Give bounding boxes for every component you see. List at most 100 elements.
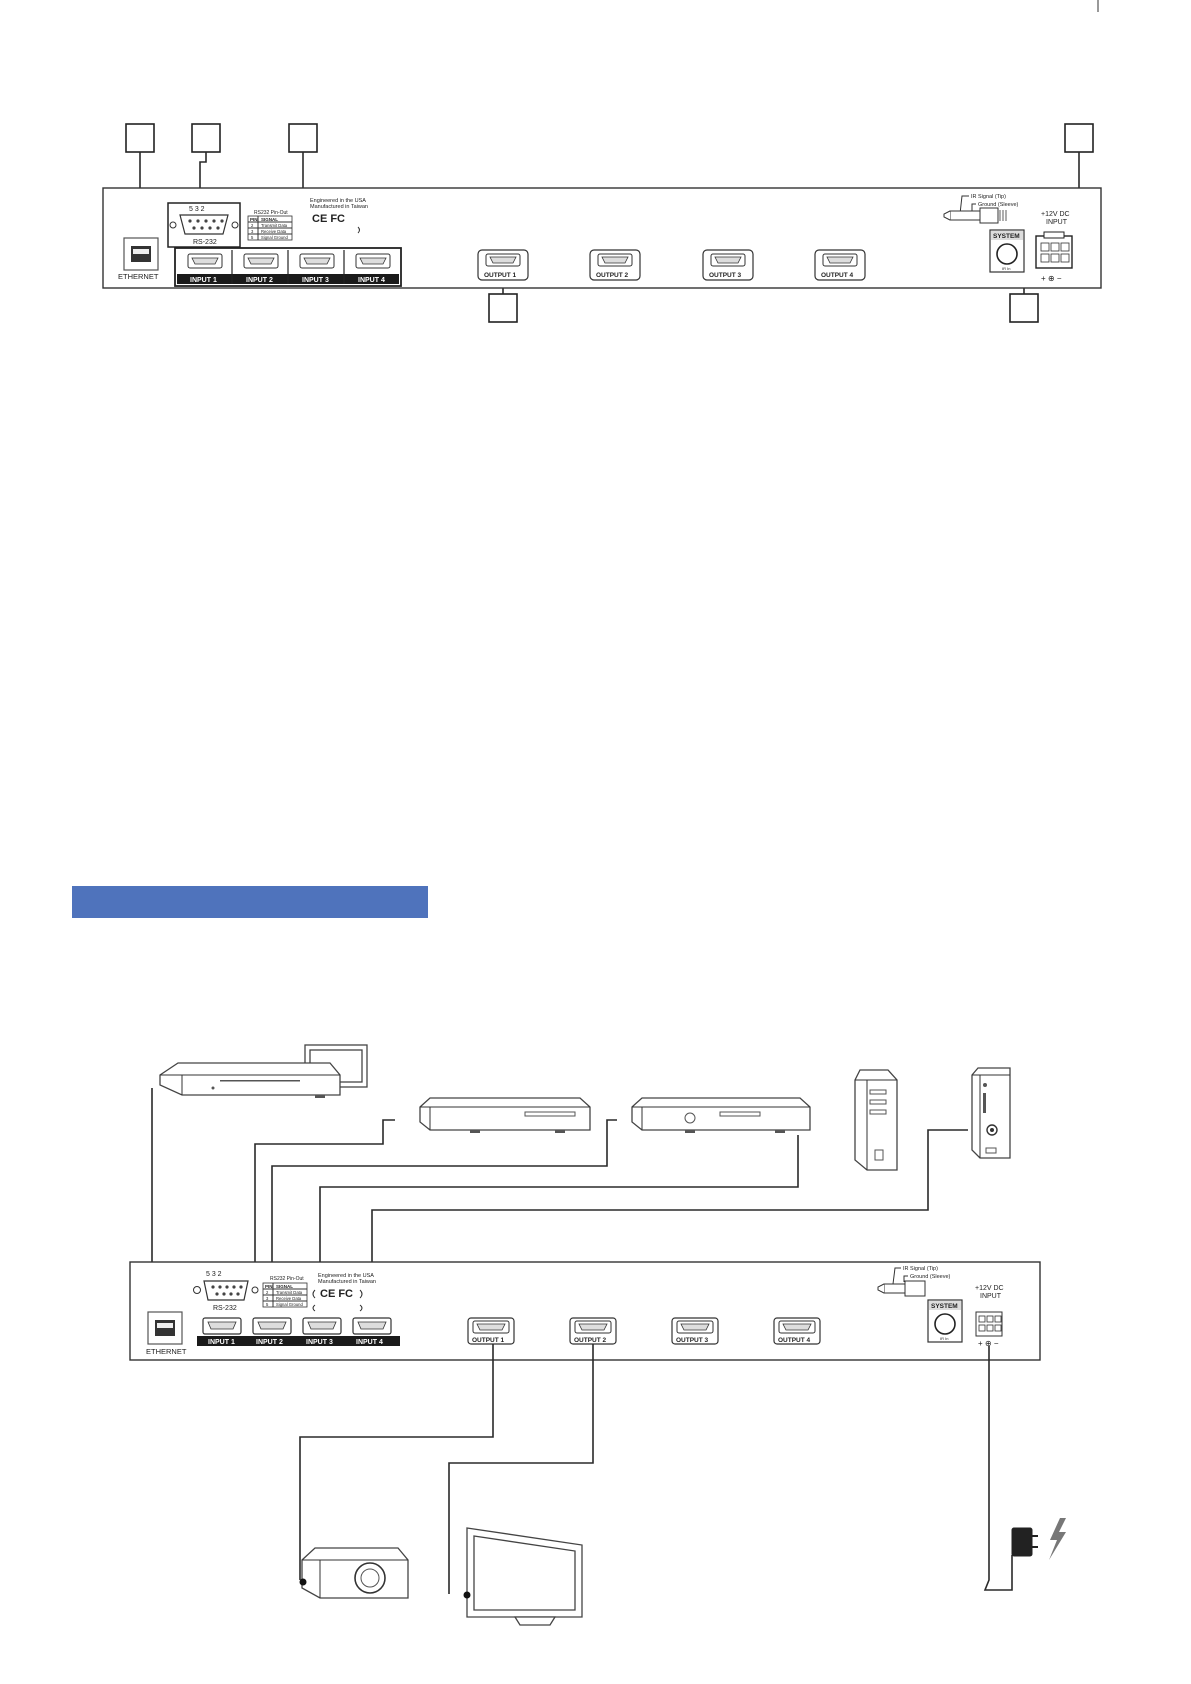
- rs232-label-bottom: RS-232: [213, 1305, 237, 1312]
- dc-input-top: +12V DC INPUT + ⊕ −: [1035, 211, 1073, 283]
- dvr-box: [159, 1062, 341, 1096]
- hdmi-port-input-4-bottom: [352, 1317, 392, 1335]
- system-sub-label-bottom: IR In: [940, 1336, 948, 1341]
- pinout-signal-1-bottom: Transmit Data: [276, 1290, 303, 1295]
- cable-input-3: [319, 1135, 799, 1316]
- dc-label-1-bottom: +12V DC: [975, 1285, 1004, 1292]
- cert-logos-bottom: CE FC: [320, 1288, 353, 1300]
- polarity-label-bottom: + ⊕ −: [978, 1339, 999, 1348]
- ground-text: Ground (Sleeve): [978, 202, 1019, 208]
- ethernet-label-bottom: ETHERNET: [146, 1347, 187, 1356]
- output-2-label: OUTPUT 2: [596, 272, 629, 279]
- ethernet-label: ETHERNET: [118, 272, 159, 281]
- cable-power: [983, 1346, 1013, 1591]
- cable-receiver-device: [631, 1097, 811, 1133]
- rs232-pinout-table-bottom: RS232 Pin-Out PIN SIGNAL 2 Transmit Data…: [262, 1276, 308, 1308]
- pinout-signal-1: Transmit Data: [261, 223, 288, 228]
- pinout-pin-3-bottom: 5: [266, 1302, 269, 1307]
- rs232-label: RS-232: [193, 239, 217, 246]
- rs232-cable: [151, 1088, 200, 1289]
- dc-label-1: +12V DC: [1041, 211, 1070, 218]
- dvr-vent-dots: [220, 1080, 300, 1082]
- rs232-port-top: 5 3 2 RS-232: [167, 202, 241, 248]
- lightning-bolt-icon: [1049, 1518, 1066, 1560]
- engineered-text: Engineered in the USA: [310, 198, 366, 204]
- callout-box-dc-input: [1064, 123, 1094, 153]
- ir-signal-text: IR Signal (Tip): [971, 194, 1006, 200]
- media-device: [971, 1067, 1011, 1159]
- input-2-label-bottom: INPUT 2: [256, 1339, 283, 1346]
- hdmi-port-input-4-top: [355, 253, 391, 269]
- pc-tower-device: [854, 1069, 898, 1171]
- mount-mark-top: [357, 226, 360, 234]
- pinout-title-bottom: RS232 Pin-Out: [270, 1276, 304, 1282]
- input-1-label: INPUT 1: [190, 277, 217, 284]
- hdmi-port-output-3-top: OUTPUT 3: [702, 249, 754, 281]
- system-label: SYSTEM: [993, 233, 1020, 240]
- dc-label-2: INPUT: [1046, 219, 1068, 226]
- pinout-signal-3-bottom: Signal Ground: [276, 1302, 303, 1307]
- pinout-pin-1: 2: [251, 223, 254, 228]
- hdmi-outputs-bottom: OUTPUT 1 OUTPUT 2 OUTPUT 3 OUTPUT 4: [467, 1317, 821, 1345]
- hdmi-port-output-4-top: OUTPUT 4: [814, 249, 866, 281]
- pinout-pin-1-bottom: 2: [266, 1290, 269, 1295]
- callout-box-outputs: [488, 293, 518, 323]
- output-3-label-bottom: OUTPUT 3: [676, 1337, 709, 1344]
- dc-input-bottom: +12V DC INPUT + ⊕ −: [975, 1285, 1004, 1348]
- hdmi-inputs-top: INPUT 1 INPUT 2 INPUT 3 INPUT 4: [174, 247, 402, 287]
- mount-marks-bottom: [312, 1289, 363, 1312]
- system-ir-port-top: SYSTEM IR In: [989, 229, 1025, 273]
- ground-text-bottom: Ground (Sleeve): [910, 1274, 951, 1280]
- callout-box-rs232: [191, 123, 221, 153]
- section-header-bar: [72, 886, 428, 918]
- connection-diagram: ETHERNET 5 3 2 RS-232 RS232 Pin-Out PIN …: [129, 1044, 1066, 1626]
- system-sub-label: IR In: [1002, 266, 1010, 271]
- system-ir-port-bottom: SYSTEM IR In: [927, 1299, 963, 1343]
- pinout-pin-2: 3: [251, 229, 254, 234]
- rs232-pin-numbers: 5 3 2: [189, 206, 205, 213]
- hdmi-outputs-top: OUTPUT 1 OUTPUT 2 OUTPUT 3 OUTPUT 4: [477, 249, 866, 281]
- hdmi-port-output-1-top: OUTPUT 1: [477, 249, 529, 281]
- callout-box-inputs: [288, 123, 318, 153]
- rs232-pinout-table-top: RS232 Pin-Out PIN SIGNAL 2 Transmit Data…: [247, 210, 293, 241]
- hdmi-port-output-2-top: OUTPUT 2: [589, 249, 641, 281]
- ir-signal-text-bottom: IR Signal (Tip): [903, 1266, 938, 1272]
- hdmi-port-output-4-bottom: OUTPUT 4: [773, 1317, 821, 1345]
- rs232-port-bottom: 5 3 2 RS-232: [193, 1271, 259, 1312]
- cable-input-2: [271, 1119, 617, 1316]
- ethernet-port-top: ETHERNET: [118, 237, 159, 281]
- cable-output-1: [299, 1344, 494, 1580]
- cable-input-4: [371, 1129, 968, 1316]
- projector-device: [299, 1547, 409, 1599]
- output-1-label-bottom: OUTPUT 1: [472, 1337, 505, 1344]
- ethernet-port-bottom: ETHERNET: [146, 1311, 187, 1356]
- manufactured-text: Manufactured in Taiwan: [310, 204, 368, 210]
- pinout-header-pin: PIN: [250, 217, 258, 222]
- input-3-label-bottom: INPUT 3: [306, 1339, 333, 1346]
- manufactured-text-bottom: Manufactured in Taiwan: [318, 1279, 376, 1285]
- hdmi-port-input-1-bottom: [202, 1317, 242, 1335]
- hdmi-port-input-1-top: [187, 253, 223, 269]
- page-corner-mark: [1097, 0, 1099, 12]
- pinout-signal-2: Receive Data: [261, 229, 287, 234]
- callout-box-system: [1009, 293, 1039, 323]
- ir-jack-illustration-top: IR Signal (Tip) Ground (Sleeve): [943, 194, 1019, 224]
- output-1-label: OUTPUT 1: [484, 272, 517, 279]
- hdmi-port-output-1-bottom: OUTPUT 1: [467, 1317, 515, 1345]
- engineered-text-bottom: Engineered in the USA: [318, 1273, 374, 1279]
- pinout-header-signal-bottom: SIGNAL: [276, 1284, 293, 1289]
- cable-output-2: [448, 1344, 594, 1594]
- input-4-label: INPUT 4: [358, 277, 385, 284]
- leader-rs232: [199, 152, 207, 200]
- hdmi-port-input-2-top: [243, 253, 279, 269]
- pinout-signal-3: Signal Ground: [261, 235, 288, 240]
- cert-logos: CE FC: [312, 213, 345, 225]
- top-rear-panel: ETHERNET 5 3 2 RS-232 RS232 Pin-Out PIN: [102, 123, 1102, 323]
- hdmi-port-input-3-bottom: [302, 1317, 342, 1335]
- pinout-header-pin-bottom: PIN: [265, 1284, 273, 1289]
- input-3-label: INPUT 3: [302, 277, 329, 284]
- polarity-label: + ⊕ −: [1041, 274, 1062, 283]
- hdmi-port-input-2-bottom: [252, 1317, 292, 1335]
- output-4-label-bottom: OUTPUT 4: [778, 1337, 811, 1344]
- output-3-label: OUTPUT 3: [709, 272, 742, 279]
